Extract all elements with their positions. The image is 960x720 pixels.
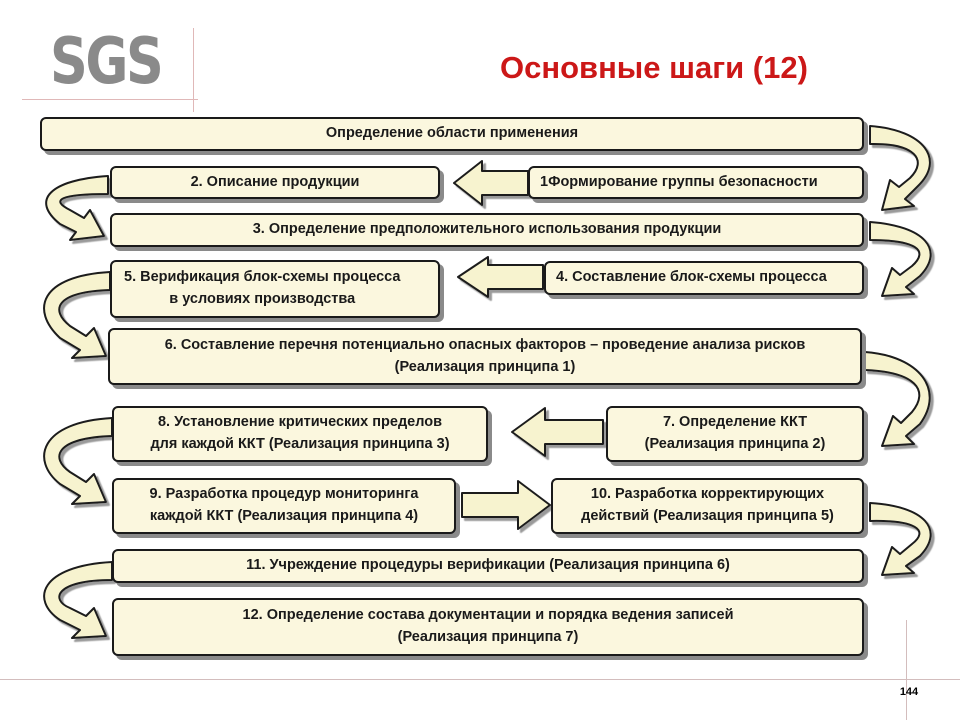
step-2-label: 2. Описание продукции: [190, 173, 360, 190]
step-scope-label: Определение области применения: [325, 125, 579, 142]
step-12-label: 12. Определение состава документации и п…: [242, 607, 734, 645]
step-11-box: 11. Учреждение процедуры верификации (Ре…: [112, 549, 864, 583]
curved-arrow-right-3: [864, 351, 931, 447]
step-8-box: 8. Установление критических пределов для…: [112, 406, 488, 462]
step-3-label: 3. Определение предположительного исполь…: [252, 221, 722, 238]
step-7-box: 7. Определение ККТ (Реализация принципа …: [606, 406, 864, 462]
curved-arrow-left-1: [45, 175, 109, 241]
curved-arrow-right-2: [869, 221, 932, 297]
step-1-box: 1Формирование группы безопасности: [528, 166, 864, 199]
step-12-box: 12. Определение состава документации и п…: [112, 598, 864, 656]
sgs-logo: SGS: [50, 25, 164, 99]
step-4-box: 4. Составление блок-схемы процесса: [544, 261, 864, 295]
step-5-label: 5. Верификация блок-схемы процесса в усл…: [124, 269, 401, 307]
step-11-label: 11. Учреждение процедуры верификации (Ре…: [246, 557, 730, 574]
step-4-label: 4. Составление блок-схемы процесса: [556, 269, 827, 286]
step-9-box: 9. Разработка процедур мониторинга каждо…: [112, 478, 456, 534]
step-7-label: 7. Определение ККТ (Реализация принципа …: [644, 414, 826, 452]
step-10-label: 10. Разработка корректирующих действий (…: [581, 486, 834, 524]
footer-divider-vertical: [906, 620, 907, 720]
step-6-label: 6. Составление перечня потенциально опас…: [164, 336, 806, 375]
block-arrow-left-2: [457, 256, 544, 298]
step-8-label: 8. Установление критических пределов для…: [150, 414, 450, 452]
step-3-box: 3. Определение предположительного исполь…: [110, 213, 864, 247]
step-6-box: 6. Составление перечня потенциально опас…: [108, 328, 862, 385]
curved-arrow-left-3: [43, 417, 113, 505]
logo-divider-vertical: [193, 28, 194, 112]
step-2-box: 2. Описание продукции: [110, 166, 440, 199]
block-arrow-right-1: [461, 480, 551, 530]
step-5-box: 5. Верификация блок-схемы процесса в усл…: [110, 260, 440, 318]
step-9-label: 9. Разработка процедур мониторинга каждо…: [149, 486, 419, 524]
curved-arrow-left-2: [43, 271, 111, 359]
curved-arrow-right-4: [869, 502, 932, 576]
footer-divider-horizontal: [0, 679, 960, 680]
curved-arrow-left-4: [43, 561, 113, 639]
step-scope-box: Определение области применения: [40, 117, 864, 151]
page-number: 144: [899, 686, 919, 698]
page-title: Основные шаги (12): [500, 50, 808, 85]
logo-divider-horizontal: [22, 99, 198, 100]
block-arrow-left-1: [453, 160, 529, 206]
step-10-box: 10. Разработка корректирующих действий (…: [551, 478, 864, 534]
curved-arrow-right-1: [869, 125, 931, 211]
block-arrow-left-3: [511, 407, 604, 457]
step-1-label: 1Формирование группы безопасности: [540, 173, 818, 190]
